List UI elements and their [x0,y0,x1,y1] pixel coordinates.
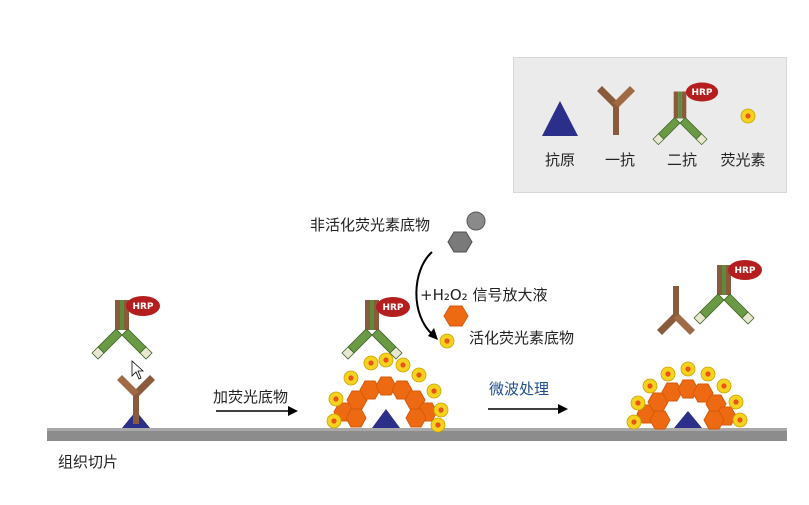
legend-fluorescein-icon [740,108,756,124]
legend-primary-antibody-label: 一抗 [605,151,635,169]
antigen-stage2 [372,409,400,428]
legend-secondary-antibody-label: 二抗 [667,151,697,169]
legend-antigen-icon [542,101,578,136]
hrp-label-stage3: HRP [734,266,755,276]
amplifier-label: +H₂O₂ 信号放大液 [420,286,547,304]
released-primary-antibody [657,286,695,335]
legend-hrp-label: HRP [691,88,712,98]
mouse-cursor-icon [131,360,145,380]
hrp-label-stage1: HRP [132,302,153,312]
hrp-label-stage2: HRP [382,303,403,313]
inactive-substrate-label: 非活化荧光素底物 [310,216,430,234]
inactive-substrate-icon [466,211,486,231]
tissue-slide-label: 组织切片 [58,453,118,471]
active-substrate-label: 活化荧光素底物 [469,329,574,347]
active-substrate-icon [443,305,469,327]
reaction-curved-arrow [415,251,434,336]
legend-antigen-label: 抗原 [545,151,575,169]
step-microwave-label: 微波处理 [489,380,549,398]
antigen-stage3 [674,411,702,428]
tissue-slide [47,428,787,441]
legend-primary-antibody-icon [597,86,635,135]
step-add-substrate-label: 加荧光底物 [213,388,288,406]
primary-antibody-stage1 [117,375,155,424]
legend-fluorescein-label: 荧光素 [720,151,765,169]
